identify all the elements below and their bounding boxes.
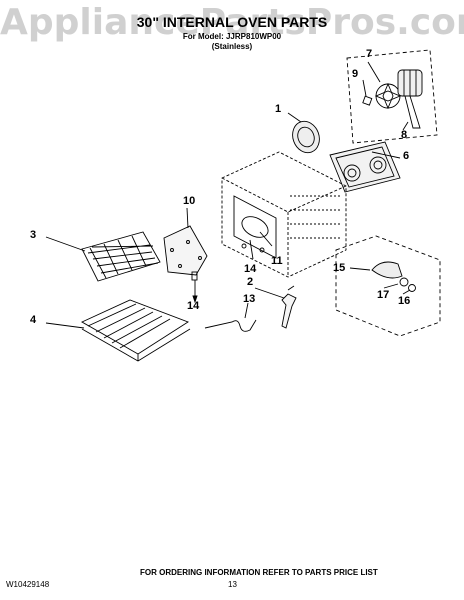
callout-10: 9 bbox=[352, 68, 359, 80]
callout-1: 2 bbox=[247, 276, 254, 288]
callout-2: 1 bbox=[275, 103, 282, 115]
callout-14-right: 14 bbox=[244, 263, 257, 275]
part-11-leader bbox=[259, 231, 273, 247]
part-9-back-panel bbox=[163, 207, 208, 276]
diagram-title: 30" INTERNAL OVEN PARTS bbox=[136, 14, 328, 30]
part-14-sensor bbox=[191, 271, 198, 304]
part-3-oven-rack bbox=[45, 231, 161, 282]
callout-17: 17 bbox=[377, 289, 390, 301]
callout-8: 7 bbox=[366, 48, 373, 60]
callout-13: 13 bbox=[243, 293, 256, 305]
watermark: AppliancePartsPros.com bbox=[0, 2, 464, 43]
ordering-info: FOR ORDERING INFORMATION REFER TO PARTS … bbox=[140, 568, 378, 577]
callout-9: 10 bbox=[183, 195, 196, 207]
callout-16: 16 bbox=[398, 295, 411, 307]
part-2-cover-disc bbox=[287, 112, 320, 154]
doc-number: W10429148 bbox=[6, 580, 50, 589]
oven-cavity bbox=[221, 151, 347, 278]
callout-11: 11 bbox=[271, 255, 283, 267]
page-number: 13 bbox=[228, 580, 237, 589]
part-4-roll-out-rack bbox=[45, 299, 191, 362]
callout-14-left: 14 bbox=[187, 300, 200, 312]
finish-label: (Stainless) bbox=[211, 42, 253, 51]
callout-3: 3 bbox=[30, 229, 37, 241]
part-15-light-assembly bbox=[335, 235, 441, 337]
part-14-leader bbox=[249, 239, 254, 260]
callout-4: 4 bbox=[30, 314, 37, 326]
part-13-bake-element-wire bbox=[204, 302, 257, 332]
callout-15: 15 bbox=[333, 262, 346, 274]
part-6-convection-cover bbox=[329, 141, 401, 193]
callout-6: 6 bbox=[403, 150, 410, 162]
callout-7: 8 bbox=[401, 129, 408, 141]
part-8-convection-fan-assembly bbox=[346, 49, 438, 144]
model-line: For Model: JJRP810WP00 bbox=[182, 32, 282, 41]
part-1-bracket bbox=[254, 285, 297, 329]
